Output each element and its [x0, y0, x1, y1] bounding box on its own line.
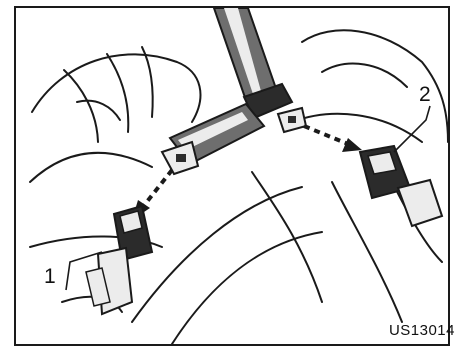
- figure-code: US13014: [389, 323, 455, 338]
- buckle-1: [86, 206, 152, 314]
- buckle-2: [360, 146, 442, 226]
- insertion-arrows: [132, 126, 362, 220]
- belt-webbing: [214, 8, 292, 118]
- callout-1-label: 1: [44, 266, 56, 287]
- illustration-artwork: [16, 8, 448, 344]
- buckle-assembly: [162, 104, 306, 174]
- callout-2-label: 2: [419, 84, 431, 105]
- figure-frame: [14, 6, 450, 346]
